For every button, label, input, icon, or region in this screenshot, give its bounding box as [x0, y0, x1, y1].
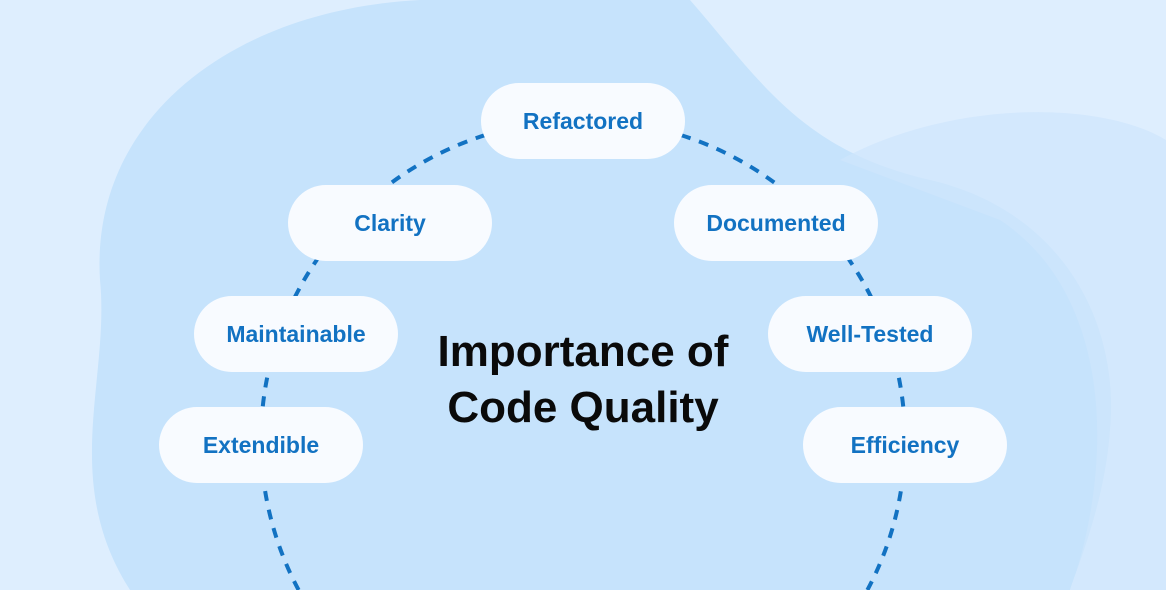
pill-clarity: Clarity	[288, 185, 492, 261]
pill-maintainable: Maintainable	[194, 296, 398, 372]
pill-efficiency: Efficiency	[803, 407, 1007, 483]
pill-well-tested: Well-Tested	[768, 296, 972, 372]
pill-extendible: Extendible	[159, 407, 363, 483]
title-line-2: Code Quality	[447, 383, 719, 432]
pill-refactored: Refactored	[481, 83, 685, 159]
pill-documented: Documented	[674, 185, 878, 261]
diagram-title: Importance of Code Quality	[383, 324, 783, 436]
title-line-1: Importance of	[437, 327, 729, 376]
background-blob-right	[840, 112, 1166, 590]
dashed-circle	[259, 118, 907, 590]
